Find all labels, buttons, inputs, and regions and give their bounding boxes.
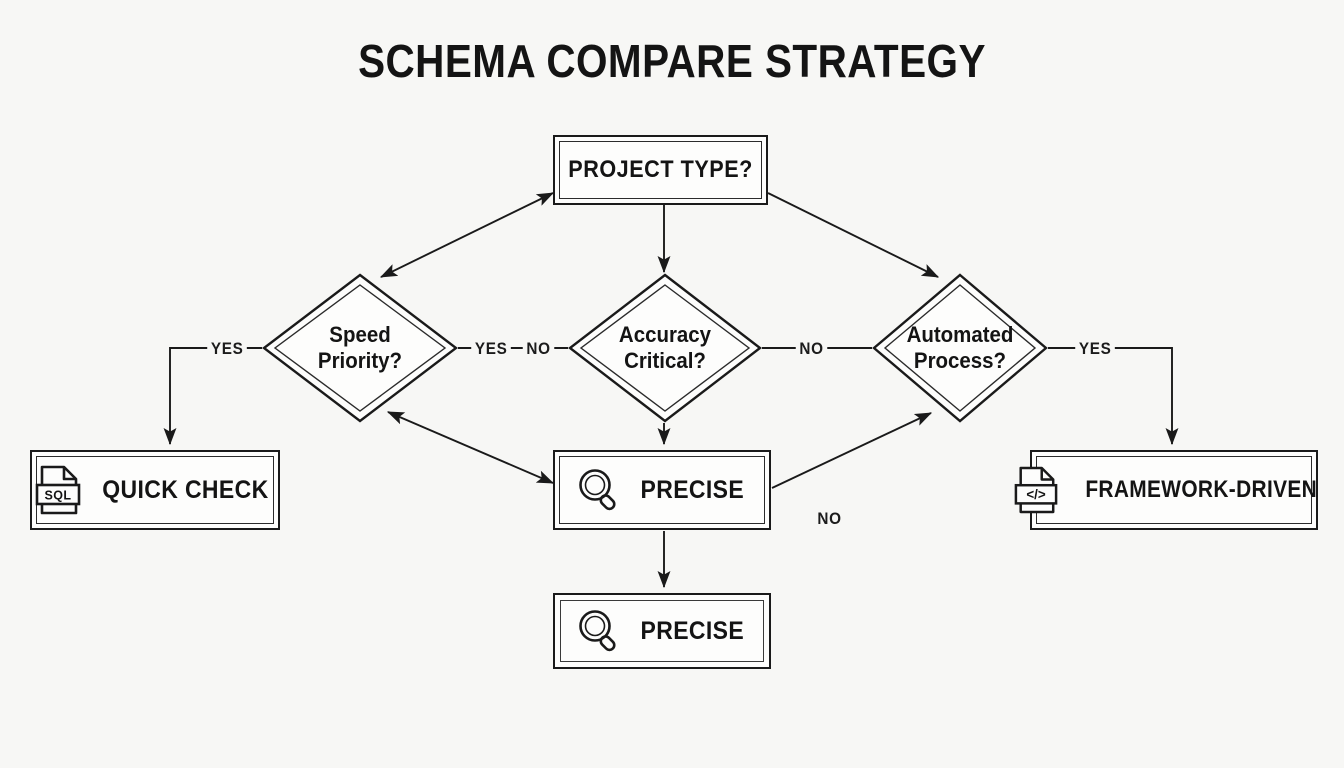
node-automated-process[interactable]: Automated Process? [872, 273, 1048, 423]
edge-label-no-precise-to-automated: NO [813, 508, 846, 530]
node-quick-check-label: QUICK CHECK [101, 475, 269, 504]
node-speed-priority-label-line1: Speed [329, 322, 391, 348]
node-automated-process-label-line1: Automated [906, 322, 1014, 348]
node-framework-driven[interactable]: </> FRAMEWORK-DRIVEN [1014, 450, 1318, 530]
edge-speedpriority-quickcheck [163, 347, 262, 446]
node-framework-driven-label: FRAMEWORK-DRIVEN [1085, 476, 1317, 503]
node-project-type-label: PROJECT TYPE? [568, 156, 753, 183]
node-accuracy-critical[interactable]: Accuracy Critical? [568, 273, 762, 423]
node-speed-priority[interactable]: Speed Priority? [262, 273, 458, 423]
page-title: SCHEMA COMPARE STRATEGY [358, 35, 986, 87]
sql-file-icon: SQL [35, 465, 80, 515]
node-accuracy-critical-label-line2: Critical? [624, 348, 706, 373]
magnifier-icon [578, 469, 616, 511]
edge-label-no-accuracy-right: NO [795, 338, 828, 360]
node-precise-secondary-label: PRECISE [640, 616, 744, 645]
edge-precise-automatedprocess [771, 412, 933, 489]
node-precise-secondary[interactable]: PRECISE [553, 593, 771, 669]
accuracy-critical-shape [568, 273, 762, 423]
svg-text:</>: </> [1026, 487, 1046, 502]
node-accuracy-critical-label-line1: Accuracy [618, 322, 712, 348]
node-automated-process-label-line2: Process? [913, 348, 1007, 373]
node-project-type[interactable]: PROJECT TYPE? [553, 135, 768, 205]
magnifier-icon [578, 610, 616, 652]
node-speed-priority-label-line2: Priority? [317, 348, 403, 373]
edge-projecttype-speedpriority [379, 192, 555, 278]
edge-projecttype-automatedprocess [767, 192, 940, 278]
svg-text:SQL: SQL [44, 489, 71, 503]
node-precise-main-label: PRECISE [640, 475, 744, 504]
code-file-icon: </> [1014, 466, 1058, 514]
edge-label-no-accuracy-left: NO [522, 338, 555, 360]
edge-label-yes-speed-to-accuracy: YES [471, 338, 512, 360]
node-quick-check[interactable]: SQL QUICK CHECK [30, 450, 280, 530]
node-precise-main[interactable]: PRECISE [553, 450, 771, 530]
automated-process-shape [872, 273, 1048, 423]
speed-priority-shape [262, 273, 458, 423]
edge-label-yes-framework: YES [1075, 338, 1116, 360]
edge-label-yes-quick-check: YES [207, 338, 248, 360]
edge-automatedprocess-framework [1048, 347, 1179, 446]
